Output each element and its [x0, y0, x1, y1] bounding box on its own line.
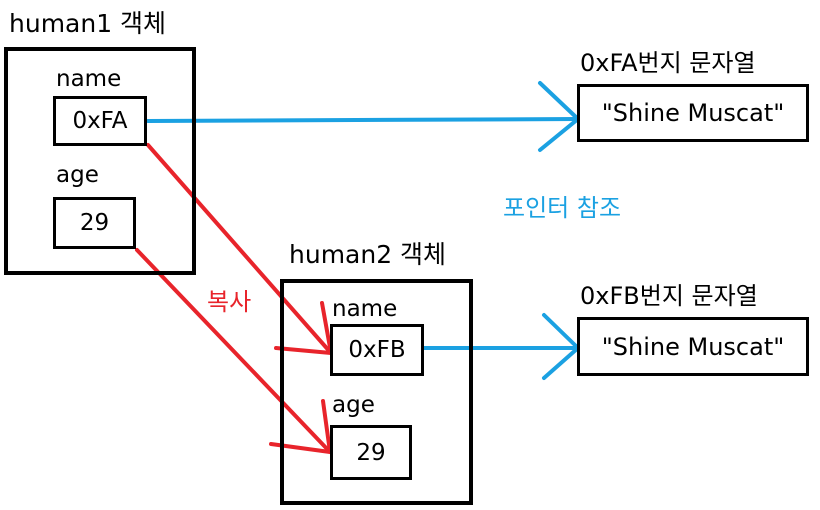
- human1-age-cell: 29: [53, 197, 136, 249]
- human1-name-label: name: [56, 66, 122, 92]
- human2-age-value: 29: [356, 439, 386, 466]
- human2-name-value: 0xFB: [348, 337, 406, 363]
- string-b-address-label: 0xFB번지 문자열: [580, 282, 758, 310]
- human2-name-cell: 0xFB: [330, 324, 424, 376]
- string-a-box: "Shine Muscat": [577, 84, 809, 142]
- human2-box: [280, 279, 473, 505]
- human1-title: human1 객체: [9, 9, 167, 38]
- pointer-arrow-a: [146, 81, 580, 152]
- human2-title: human2 객체: [289, 240, 447, 269]
- human1-name-cell: 0xFA: [53, 96, 147, 146]
- string-a-address-label: 0xFA번지 문자열: [580, 49, 756, 77]
- human2-age-label: age: [332, 392, 375, 418]
- human2-age-cell: 29: [330, 425, 412, 480]
- human1-name-value: 0xFA: [72, 108, 128, 134]
- human1-age-value: 29: [79, 210, 110, 236]
- human1-age-label: age: [56, 162, 99, 188]
- pointer-reference-label: 포인터 참조: [503, 194, 622, 222]
- string-b-value: "Shine Muscat": [601, 332, 785, 361]
- string-a-value: "Shine Muscat": [601, 99, 785, 127]
- copy-label: 복사: [207, 288, 252, 316]
- string-b-box: "Shine Muscat": [577, 317, 809, 376]
- human2-name-label: name: [332, 296, 398, 322]
- human1-box: [4, 47, 196, 275]
